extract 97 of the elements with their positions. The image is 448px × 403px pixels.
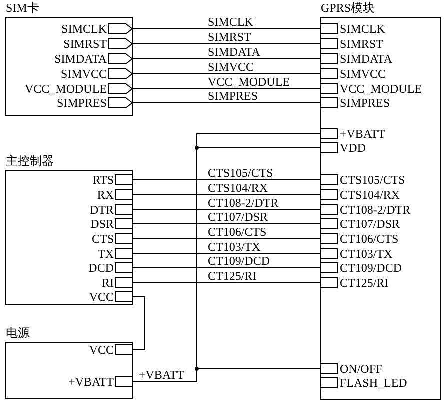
pin (92, 233, 133, 245)
edge-label: SIMPRES (207, 90, 260, 102)
pin (24, 83, 133, 95)
pin-name: RI (102, 277, 114, 289)
pin-name: SIMVCC (60, 68, 107, 80)
wire (132, 194, 320, 196)
pin (64, 38, 133, 50)
edge-label: CT125/RI (207, 270, 258, 282)
wire (132, 58, 320, 60)
pin (320, 83, 422, 95)
pin-name: FLASH_LED (340, 377, 408, 389)
edge-label: CT106/CTS (207, 226, 268, 238)
wire (132, 238, 320, 240)
pin-name: CT107/DSR (340, 218, 400, 230)
edge-label: CT108-2/DTR (207, 197, 280, 209)
pin (320, 277, 389, 289)
pin-name: VCC_MODULE (24, 83, 107, 95)
wire (132, 282, 320, 284)
pin-name: VDD (340, 142, 366, 154)
pin-name: ON/OFF (340, 363, 383, 375)
pin-name: CTS105/CTS (340, 174, 406, 186)
pin (320, 262, 402, 274)
pin-name: SIMVCC (340, 68, 386, 80)
pin (102, 277, 133, 289)
pin-name: CT108-2/DTR (340, 204, 411, 216)
pin-name: CT125/RI (340, 277, 389, 289)
pin-name: SIMRST (340, 38, 384, 50)
pin (98, 248, 133, 260)
edge-label: CT109/DCD (207, 255, 272, 267)
pin (320, 377, 408, 389)
pin-name: DTR (90, 204, 114, 216)
pin-name: VCC_MODULE (340, 83, 422, 95)
pin (56, 97, 133, 109)
pin (320, 204, 411, 216)
pin-name: VCC (89, 291, 114, 303)
edge-label: SIMDATA (207, 46, 262, 58)
pin (54, 53, 133, 65)
pin (320, 38, 384, 50)
edge-label: CTS105/CTS (207, 167, 274, 179)
wire (132, 102, 320, 104)
pin (320, 233, 399, 245)
pin (320, 142, 366, 154)
pin (90, 204, 133, 216)
pin (320, 23, 386, 35)
pin (320, 363, 383, 375)
pin (320, 218, 400, 230)
block-title: GPRS模块 (321, 1, 376, 15)
pin-name: SIMCLK (62, 23, 107, 35)
pin-name: SIMPRES (340, 97, 390, 109)
pin (320, 97, 390, 109)
pin-name: CTS (92, 233, 114, 245)
edge-label: +VBATT (138, 369, 186, 381)
pin-name: RX (97, 189, 114, 201)
pin (89, 344, 133, 356)
pin (60, 68, 133, 80)
wire (132, 296, 146, 350)
pin-name: CT103/TX (340, 248, 393, 260)
pin-name: SIMCLK (340, 23, 386, 35)
pin (320, 128, 386, 140)
block-title: SIM卡 (6, 1, 40, 15)
pin (68, 376, 133, 388)
wire (132, 28, 320, 30)
pin-name: CTS104/RX (340, 189, 400, 201)
pin-name: SIMDATA (54, 53, 107, 65)
pin-name: SIMRST (64, 38, 107, 50)
pin (97, 189, 133, 201)
pin-name: SIMDATA (340, 53, 392, 65)
pin (320, 248, 393, 260)
edge-label: CTS104/RX (207, 182, 270, 194)
pin (320, 174, 406, 186)
edge-label: SIMRST (207, 31, 252, 43)
pin-name: +VBATT (68, 376, 114, 388)
pin (320, 53, 392, 65)
block-title: 电源 (6, 326, 30, 340)
pin-name: SIMPRES (56, 97, 107, 109)
block-title: 主控制器 (6, 154, 54, 168)
pin-name: +VBATT (340, 128, 386, 140)
pin (62, 23, 133, 35)
pin-name: RTS (92, 174, 114, 186)
pin-name: VCC (89, 344, 114, 356)
pin-name: DCD (88, 262, 114, 274)
pin-name: TX (98, 248, 114, 260)
pin (90, 218, 133, 230)
pin (320, 68, 386, 80)
edge-label: SIMCLK (207, 16, 254, 28)
pin (320, 189, 400, 201)
edge-label: CT103/TX (207, 241, 262, 253)
pin (92, 174, 133, 186)
pin-name: CT106/CTS (340, 233, 399, 245)
pin (89, 291, 133, 303)
edge-label: SIMVCC (207, 61, 256, 73)
pin-name: DSR (90, 218, 114, 230)
edge-label: VCC_MODULE (207, 76, 292, 88)
pin (88, 262, 133, 274)
edge-label: CT107/DSR (207, 211, 270, 223)
pin-name: CT109/DCD (340, 262, 402, 274)
wire (132, 88, 320, 90)
